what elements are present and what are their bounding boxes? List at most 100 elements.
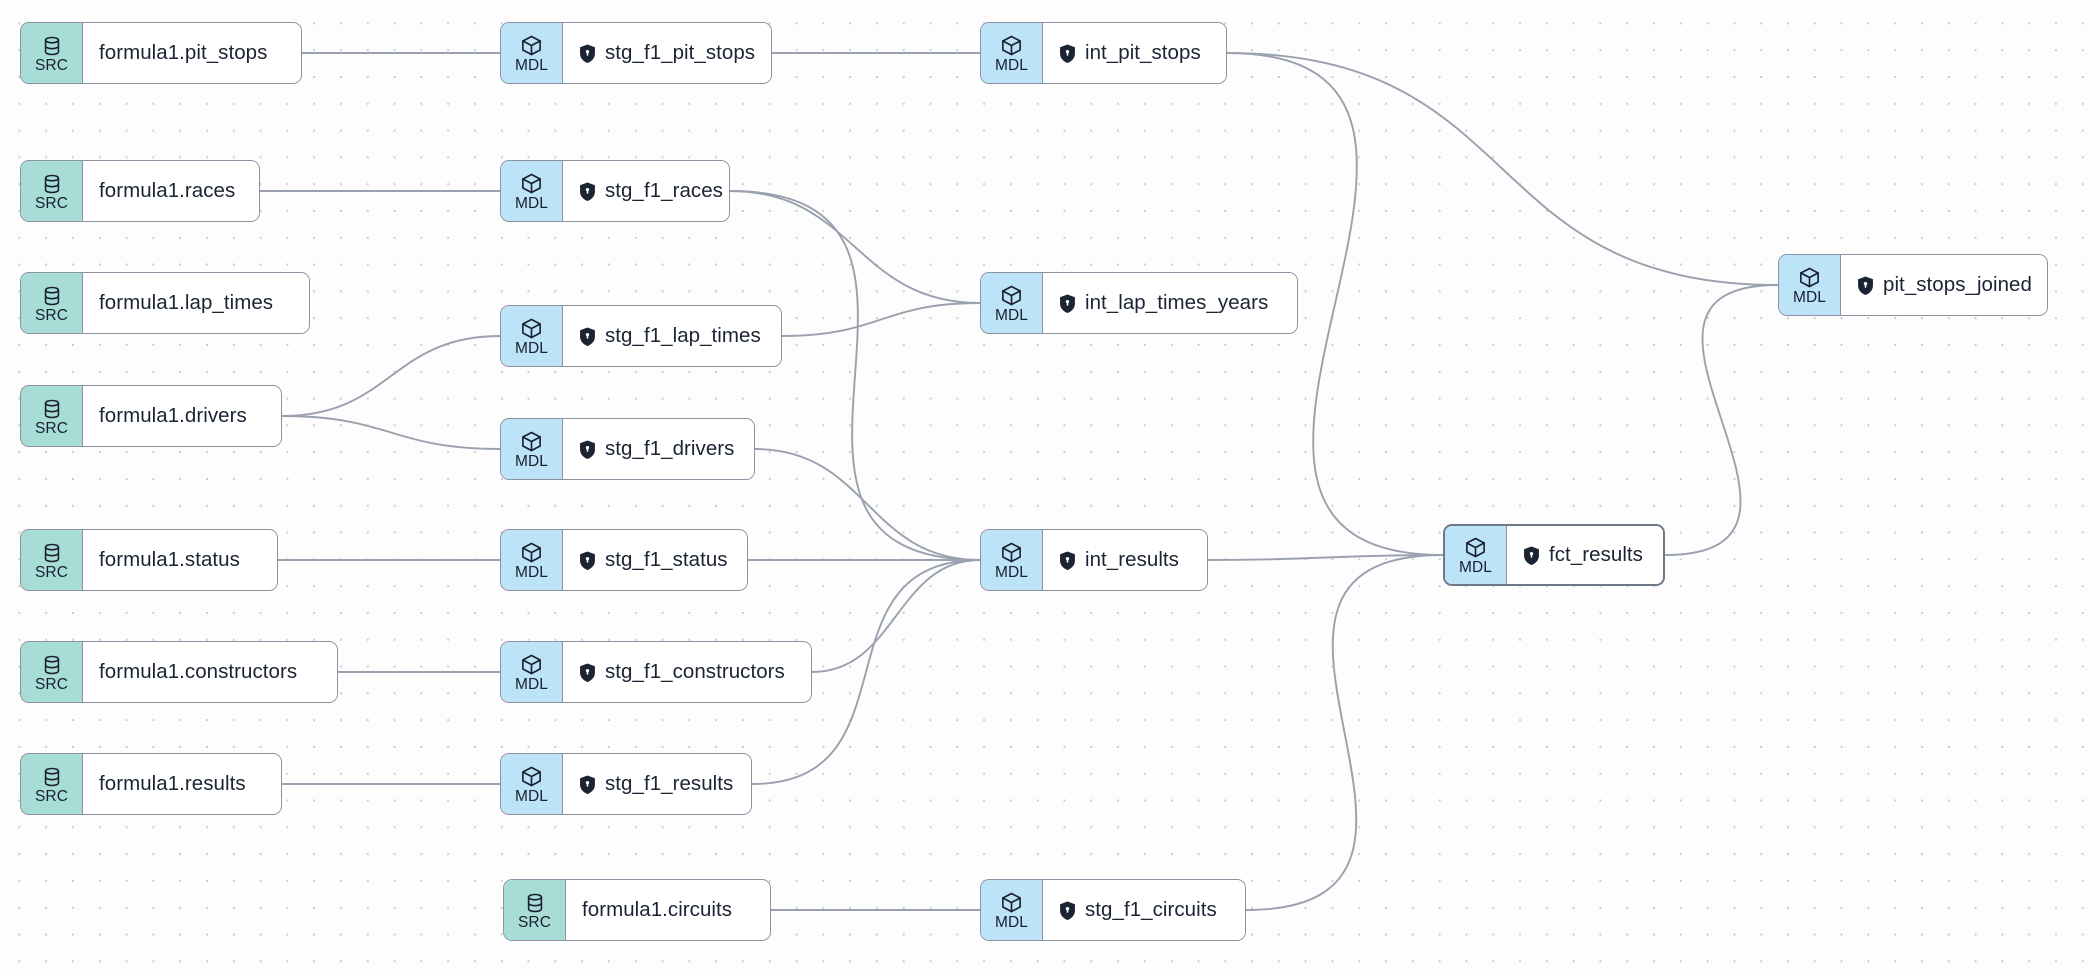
edge-stg_drivers-to-int_results — [754, 448, 981, 561]
node-int_results[interactable]: MDL int_results — [980, 529, 1208, 591]
node-label: int_results — [1085, 548, 1179, 571]
cube-icon — [520, 172, 543, 195]
node-label: stg_f1_constructors — [605, 660, 785, 683]
node-body: stg_f1_drivers — [563, 419, 754, 479]
node-badge-mdl: MDL — [981, 273, 1043, 333]
node-badge-label: MDL — [514, 453, 549, 471]
node-stg_drivers[interactable]: MDL stg_f1_drivers — [500, 418, 755, 480]
node-src_status[interactable]: SRC formula1.status — [20, 529, 278, 591]
cube-icon — [520, 541, 543, 564]
cube-icon — [1000, 891, 1023, 914]
node-badge-label: MDL — [994, 914, 1029, 932]
node-badge-label: MDL — [514, 564, 549, 582]
cube-icon — [1464, 536, 1487, 559]
node-body: stg_f1_results — [563, 754, 751, 814]
node-badge-label: MDL — [514, 676, 549, 694]
node-label: stg_f1_circuits — [1085, 898, 1217, 921]
node-src_drivers[interactable]: SRC formula1.drivers — [20, 385, 282, 447]
node-src_races[interactable]: SRC formula1.races — [20, 160, 260, 222]
edge-stg_races-to-int_lap_times_yr — [729, 190, 981, 304]
cube-icon — [1798, 266, 1821, 289]
cube-icon — [1000, 541, 1023, 564]
node-label: formula1.status — [99, 548, 240, 571]
node-badge-src: SRC — [21, 642, 83, 702]
database-cylinder-icon — [41, 654, 63, 676]
cube-icon — [1000, 284, 1023, 307]
cube-icon — [520, 34, 543, 57]
node-body: formula1.drivers — [83, 386, 281, 446]
node-badge-label: SRC — [34, 56, 69, 74]
node-label: stg_f1_races — [605, 179, 723, 202]
shield-lock-icon — [1059, 900, 1076, 920]
shield-lock-icon — [579, 439, 596, 459]
node-body: stg_f1_pit_stops — [563, 23, 771, 83]
node-badge-mdl: MDL — [1779, 255, 1841, 315]
node-body: stg_f1_lap_times — [563, 306, 781, 366]
node-badge-label: SRC — [34, 563, 69, 581]
node-stg_status[interactable]: MDL stg_f1_status — [500, 529, 748, 591]
node-badge-label: SRC — [34, 194, 69, 212]
shield-lock-icon — [579, 326, 596, 346]
node-badge-src: SRC — [21, 530, 83, 590]
node-src_pit_stops[interactable]: SRC formula1.pit_stops — [20, 22, 302, 84]
node-label: stg_f1_lap_times — [605, 324, 761, 347]
node-badge-label: MDL — [1458, 559, 1493, 577]
shield-lock-icon — [579, 550, 596, 570]
node-badge-label: MDL — [514, 57, 549, 75]
node-label: fct_results — [1549, 543, 1643, 566]
database-cylinder-icon — [41, 542, 63, 564]
database-cylinder-icon — [41, 35, 63, 57]
shield-lock-icon — [1059, 43, 1076, 63]
node-pit_stops_joined[interactable]: MDL pit_stops_joined — [1778, 254, 2048, 316]
cube-icon — [520, 765, 543, 788]
node-badge-src: SRC — [21, 273, 83, 333]
node-fct_results[interactable]: MDL fct_results — [1443, 524, 1665, 586]
node-badge-mdl: MDL — [981, 530, 1043, 590]
node-stg_constructors[interactable]: MDL stg_f1_constructors — [500, 641, 812, 703]
node-body: formula1.results — [83, 754, 281, 814]
shield-lock-icon — [579, 43, 596, 63]
node-body: int_pit_stops — [1043, 23, 1226, 83]
shield-lock-icon — [1857, 275, 1874, 295]
node-int_pit_stops[interactable]: MDL int_pit_stops — [980, 22, 1227, 84]
database-cylinder-icon — [41, 398, 63, 420]
node-label: stg_f1_drivers — [605, 437, 735, 460]
node-label: stg_f1_status — [605, 548, 728, 571]
node-badge-src: SRC — [21, 386, 83, 446]
node-body: pit_stops_joined — [1841, 255, 2047, 315]
node-badge-mdl: MDL — [501, 419, 563, 479]
node-stg_pit_stops[interactable]: MDL stg_f1_pit_stops — [500, 22, 772, 84]
node-body: formula1.constructors — [83, 642, 337, 702]
node-body: formula1.races — [83, 161, 259, 221]
node-body: stg_f1_circuits — [1043, 880, 1245, 940]
node-badge-mdl: MDL — [501, 530, 563, 590]
node-label: formula1.pit_stops — [99, 41, 268, 64]
node-badge-src: SRC — [21, 161, 83, 221]
node-body: formula1.circuits — [566, 880, 770, 940]
database-cylinder-icon — [524, 892, 546, 914]
node-badge-mdl: MDL — [501, 23, 563, 83]
node-badge-mdl: MDL — [981, 880, 1043, 940]
shield-lock-icon — [1059, 293, 1076, 313]
node-stg_circuits[interactable]: MDL stg_f1_circuits — [980, 879, 1246, 941]
edge-stg_constructors-to-int_results — [811, 559, 981, 673]
node-badge-label: MDL — [994, 57, 1029, 75]
node-badge-label: SRC — [34, 419, 69, 437]
node-badge-label: SRC — [517, 913, 552, 931]
node-body: formula1.status — [83, 530, 277, 590]
node-label: formula1.races — [99, 179, 236, 202]
node-label: pit_stops_joined — [1883, 273, 2032, 296]
node-src_circuits[interactable]: SRC formula1.circuits — [503, 879, 771, 941]
cube-icon — [520, 430, 543, 453]
node-body: formula1.pit_stops — [83, 23, 301, 83]
node-badge-mdl: MDL — [501, 642, 563, 702]
